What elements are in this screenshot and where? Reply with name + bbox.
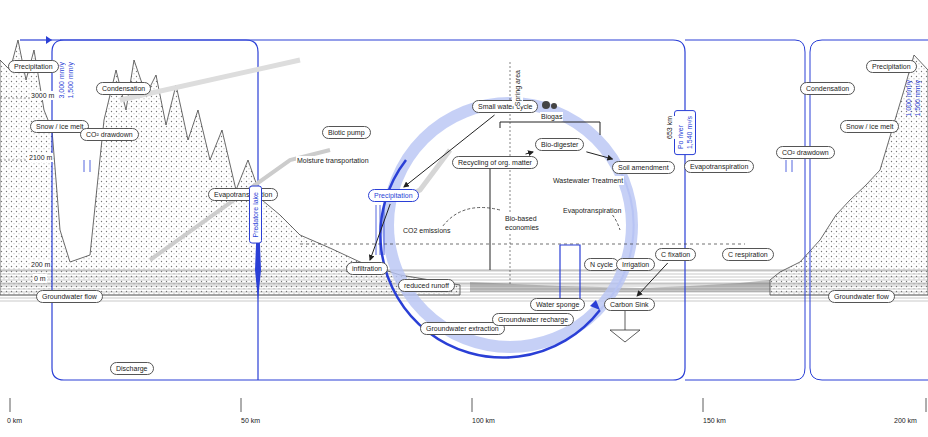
flow-arrow bbox=[586, 152, 612, 159]
annotation-label: 1,500 mm/y bbox=[65, 62, 76, 99]
annotation-label: 3000 m bbox=[30, 91, 55, 100]
annotation-label: 0 m bbox=[33, 274, 47, 283]
node-text: Groundwater recharge bbox=[498, 315, 568, 324]
label-pill: Evapotranspiration bbox=[208, 188, 278, 201]
annotation-label: 1,500 mm/y bbox=[912, 80, 923, 117]
node-text: Discharge bbox=[116, 364, 148, 373]
node-text: Precipitation bbox=[14, 62, 53, 71]
label-pill: infiltration bbox=[346, 262, 388, 275]
node-text: 1,540 m³/s bbox=[685, 116, 694, 149]
label-pill: Discharge bbox=[110, 362, 154, 375]
node-text: Soil amendment bbox=[618, 163, 669, 172]
label-pill: Small water cycle bbox=[472, 100, 538, 113]
label-pill: C respiration bbox=[722, 248, 774, 261]
node-text: Snow / ice melt bbox=[846, 122, 893, 131]
label-pill: Condensation bbox=[800, 82, 855, 95]
label-pill: CO² drawdown bbox=[776, 146, 835, 159]
node-text: Snow / ice melt bbox=[36, 122, 83, 131]
vertical-box: Predatore lake bbox=[249, 186, 262, 244]
node-text: CO² drawdown bbox=[86, 130, 133, 139]
annotation-label: Evapotranspiration bbox=[562, 206, 622, 215]
label-pill: Precipitation bbox=[866, 60, 917, 73]
node-text: Groundwater flow bbox=[834, 292, 889, 301]
node-text: Condensation bbox=[806, 84, 849, 93]
flow-arrow bbox=[404, 115, 495, 187]
node-text: Irrigation bbox=[622, 260, 649, 269]
label-pill: Groundwater extraction bbox=[420, 322, 505, 335]
node-text: C fixation bbox=[661, 250, 690, 259]
label-pill: Recycling of org. matter bbox=[452, 156, 538, 169]
annotation-label: Spring area bbox=[512, 70, 523, 106]
node-text: Evapotranspiration bbox=[690, 162, 748, 171]
label-pill: N cycle bbox=[584, 258, 619, 271]
node-text: Recycling of org. matter bbox=[458, 158, 532, 167]
node-text: Precipitation bbox=[374, 191, 413, 200]
node-text: Groundwater extraction bbox=[426, 324, 499, 333]
node-text: Precipitation bbox=[872, 62, 911, 71]
node-text: N cycle bbox=[590, 260, 613, 269]
label-pill: reduced runoff bbox=[398, 279, 455, 292]
node-text: CO² drawdown bbox=[782, 148, 829, 157]
node-text: Bio-digester bbox=[541, 140, 578, 149]
annotation-label: 100 km bbox=[471, 416, 496, 425]
label-pill: Soil amendment bbox=[612, 161, 675, 174]
node-text: Predatore lake bbox=[251, 192, 260, 238]
label-pill: Irrigation bbox=[616, 258, 655, 271]
annotation-label: 50 km bbox=[240, 416, 261, 425]
node-text: C respiration bbox=[728, 250, 768, 259]
node-text: Evapotranspiration bbox=[214, 190, 272, 199]
annotation-label: 200 m bbox=[30, 260, 51, 269]
label-pill: Condensation bbox=[96, 82, 151, 95]
label-pill: Precipitation bbox=[368, 189, 419, 202]
annotation-label: Moisture transportation bbox=[296, 156, 370, 165]
annotation-label: 1,000 mm/y bbox=[903, 80, 914, 117]
annotation-label: Biogas bbox=[540, 112, 563, 121]
label-pill: Evapotranspiration bbox=[684, 160, 754, 173]
label-pill: Water sponge bbox=[530, 298, 585, 311]
node-text: Groundwater flow bbox=[42, 292, 97, 301]
annotation-label: 2100 m bbox=[28, 153, 53, 162]
label-pill: Biotic pump bbox=[322, 126, 371, 139]
annotation-label: 653 km bbox=[664, 116, 675, 139]
node-text: infiltration bbox=[352, 264, 382, 273]
label-pill: Precipitation bbox=[8, 60, 59, 73]
label-pill: Groundwater flow bbox=[36, 290, 103, 303]
node-text: Po river bbox=[676, 116, 685, 149]
annotation-label: 200 km bbox=[893, 416, 918, 425]
node-text: Condensation bbox=[102, 84, 145, 93]
annotation-label: 3,000 mm/y bbox=[56, 62, 67, 99]
label-pill: CO² drawdown bbox=[80, 128, 139, 141]
node-text: Biotic pump bbox=[328, 128, 365, 137]
flow-arrow bbox=[370, 204, 390, 260]
node-text: Small water cycle bbox=[478, 102, 532, 111]
node-text: Water sponge bbox=[536, 300, 579, 309]
label-pill: Bio-digester bbox=[535, 138, 584, 151]
label-pill: Snow / ice melt bbox=[840, 120, 899, 133]
flow-arrow bbox=[526, 152, 533, 154]
label-pill: Groundwater flow bbox=[828, 290, 895, 303]
label-pill: Groundwater recharge bbox=[492, 313, 574, 326]
annotation-label: Wastewater Treatment bbox=[552, 176, 624, 185]
annotation-label: Bio-based economies bbox=[504, 214, 548, 232]
node-text: reduced runoff bbox=[404, 281, 449, 290]
annotation-label: 150 km bbox=[702, 416, 727, 425]
vertical-box: Po river1,540 m³/s bbox=[674, 110, 696, 155]
annotation-label: 0 km bbox=[6, 416, 23, 425]
node-text: Carbon Sink bbox=[610, 300, 649, 309]
label-pill: C fixation bbox=[655, 248, 696, 261]
label-pill: Carbon Sink bbox=[604, 298, 655, 311]
annotation-label: CO2 emissions bbox=[402, 226, 451, 235]
